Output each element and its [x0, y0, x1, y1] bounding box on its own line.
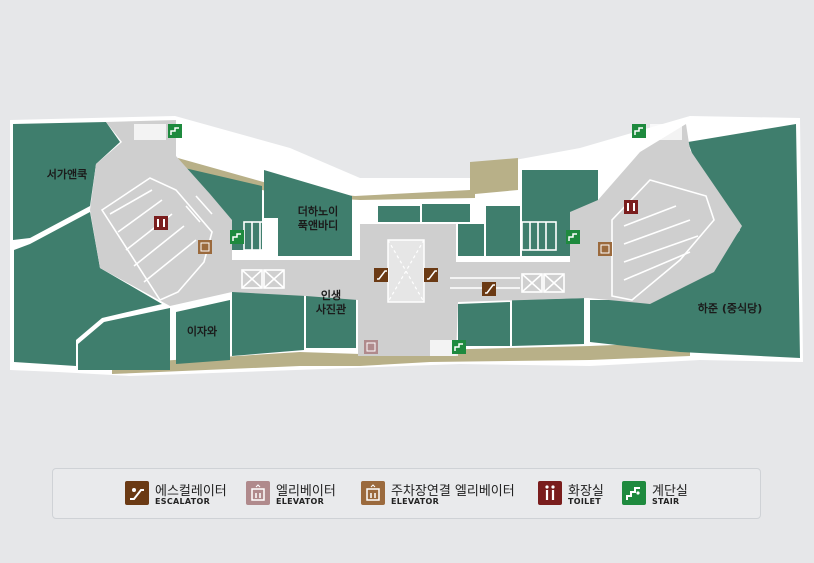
legend-label: 주차장연결 엘리베이터 — [391, 484, 515, 499]
escalator-icon — [482, 282, 496, 296]
elevator-icon — [246, 481, 270, 505]
stair-icon — [566, 230, 580, 244]
area-south-1 — [232, 292, 304, 356]
toilet-icon — [624, 200, 638, 214]
stair-icon — [632, 124, 646, 138]
store-label-insaeng[interactable]: 인생 사진관 — [315, 289, 347, 316]
escalator-icon — [125, 481, 149, 505]
toilet-icon — [538, 481, 562, 505]
parking-elevator-icon — [598, 242, 612, 256]
stair-blocks — [134, 124, 682, 356]
legend-label: 에스컬레이터 — [155, 484, 227, 499]
legend-sublabel: ESCALATOR — [155, 497, 211, 506]
toilet-icon — [154, 216, 168, 230]
stair-icon — [230, 230, 244, 244]
store-label-hanoi[interactable]: 더하노이 푹앤바디 — [297, 205, 339, 232]
legend-sublabel: ELEVATOR — [276, 497, 325, 506]
area-west-bottom — [78, 308, 170, 370]
stair-icon — [452, 340, 466, 354]
area-mid-north-4 — [486, 206, 520, 256]
stair-icon — [168, 124, 182, 138]
area-ijawa — [176, 300, 230, 364]
escalator-icon — [424, 268, 438, 282]
corridors — [90, 120, 742, 356]
store-label-seoga[interactable]: 서가앤쿡 — [46, 168, 88, 181]
walkway-band-bottom — [112, 342, 690, 374]
floor-map — [10, 116, 803, 376]
walkway-band-top — [178, 158, 518, 200]
legend-label: 엘리베이터 — [276, 484, 336, 499]
stair-icon — [622, 481, 646, 505]
legend-label: 계단실 — [652, 484, 688, 499]
area-south-2 — [458, 302, 510, 346]
legend-sublabel: TOILET — [568, 497, 602, 506]
store-label-hajun[interactable]: 하준 (중식당) — [697, 302, 763, 315]
main-corridor — [90, 120, 742, 356]
area-seoga — [13, 122, 120, 240]
legend-label: 화장실 — [568, 484, 604, 499]
store-label-ijawa[interactable]: 이자와 — [186, 325, 218, 338]
west-wing-detail — [100, 177, 285, 302]
parking-elevator-icon — [198, 240, 212, 254]
area-mid-north-1 — [378, 206, 420, 222]
area-hajun — [590, 124, 800, 358]
central-atrium — [387, 239, 425, 303]
area-mid-north-2 — [422, 204, 470, 222]
area-west-lower — [14, 212, 162, 366]
area-east-north — [522, 170, 598, 256]
area-south-3 — [512, 298, 584, 346]
area-mid-north-3 — [458, 224, 484, 256]
elevator-icon — [361, 481, 385, 505]
legend-sublabel: ELEVATOR — [391, 497, 440, 506]
map-legend: 에스컬레이터 ESCALATOR 엘리베이터 ELEVATOR 주차장연결 엘리… — [52, 468, 761, 519]
legend-sublabel: STAIR — [652, 497, 680, 506]
area-hanoi — [264, 170, 352, 256]
escalator-icon — [374, 268, 388, 282]
elevator-icon — [364, 340, 378, 354]
